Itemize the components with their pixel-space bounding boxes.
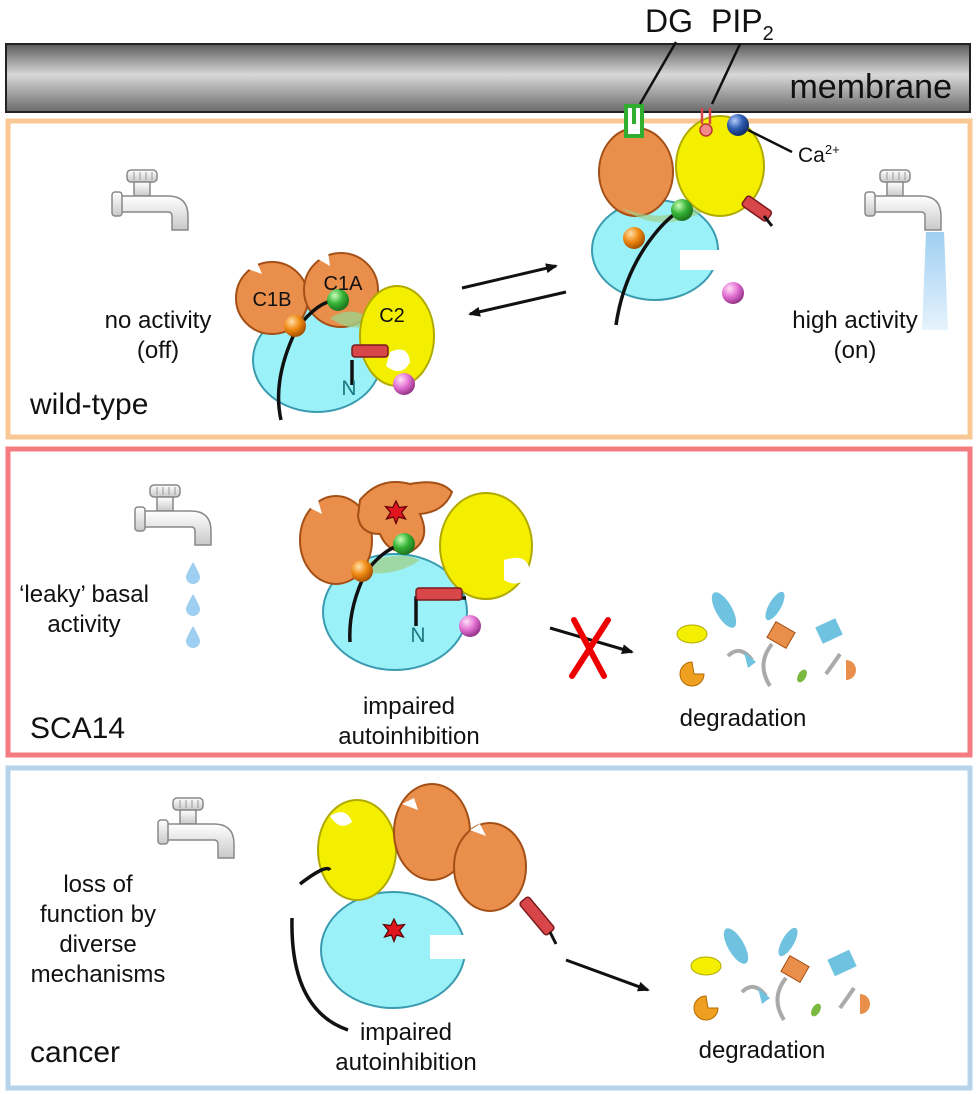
n-terminus-label-sca14: N — [410, 624, 425, 647]
sca14-center-line1: impaired — [363, 693, 455, 720]
c1a-label: C1A — [324, 273, 364, 295]
n-terminus-label: N — [341, 377, 356, 400]
calcium-label: Ca2+ — [798, 142, 840, 167]
water-stream — [922, 232, 948, 330]
calcium-superscript: 2+ — [825, 142, 840, 157]
wt-on-line2: (on) — [834, 337, 877, 364]
pip2-label: PIP2 — [711, 3, 774, 45]
wt-off-line2: (off) — [137, 337, 179, 364]
pkc-open-wild-type — [591, 104, 793, 326]
water-drop-icon — [186, 626, 200, 648]
pkc-sca14-mutant: N — [299, 481, 533, 671]
sca14-tap-line2: activity — [47, 611, 120, 638]
membrane-bar: membrane — [5, 43, 971, 113]
pkc-cancer-mutant — [290, 783, 558, 1032]
cancer-tap-line4: mechanisms — [31, 961, 166, 988]
cancer-center-line1: impaired — [360, 1019, 452, 1046]
dg-label: DG — [645, 3, 693, 39]
tap-icon-cancer — [157, 797, 235, 859]
pip2-subscript: 2 — [763, 23, 774, 45]
cancer-tap-line2: function by — [40, 901, 156, 928]
sca14-center-line2: autoinhibition — [338, 723, 479, 750]
degradation-fragments-cancer — [690, 927, 870, 1022]
degradation-arrow — [565, 958, 650, 992]
pkc-closed-wild-type: C1B C1A C2 N — [235, 252, 435, 421]
equilibrium-arrows-icon — [461, 263, 567, 317]
cancer-tap-line3: diverse — [59, 931, 136, 958]
sca14-label: SCA14 — [30, 712, 125, 745]
wild-type-panel — [5, 118, 973, 440]
sca14-panel — [5, 446, 973, 758]
calcium-ion-icon — [727, 114, 749, 136]
cancer-panel — [5, 765, 973, 1091]
c1b-label: C1B — [253, 289, 292, 311]
wild-type-label: wild-type — [29, 388, 148, 421]
tap-icon-leaky — [134, 484, 212, 546]
tap-icon-on — [864, 169, 942, 231]
degradation-fragments — [676, 591, 856, 688]
cancer-center-line2: autoinhibition — [335, 1049, 476, 1076]
wt-off-line1: no activity — [105, 307, 212, 334]
cancer-label: cancer — [30, 1036, 120, 1069]
sca14-result: degradation — [680, 705, 807, 732]
water-drop-icon — [186, 594, 200, 616]
block-cross-icon — [549, 617, 634, 679]
wt-on-line1: high activity — [792, 307, 917, 334]
cancer-tap-line1: loss of — [63, 871, 133, 898]
calcium-text: Ca — [798, 144, 825, 167]
tap-icon — [111, 169, 189, 231]
cancer-result: degradation — [699, 1037, 826, 1064]
pip2-text: PIP — [711, 3, 763, 39]
water-drop-icon — [186, 562, 200, 584]
membrane-label: membrane — [789, 68, 952, 106]
c2-label: C2 — [379, 305, 405, 327]
sca14-tap-line1: ‘leaky’ basal — [19, 581, 149, 608]
